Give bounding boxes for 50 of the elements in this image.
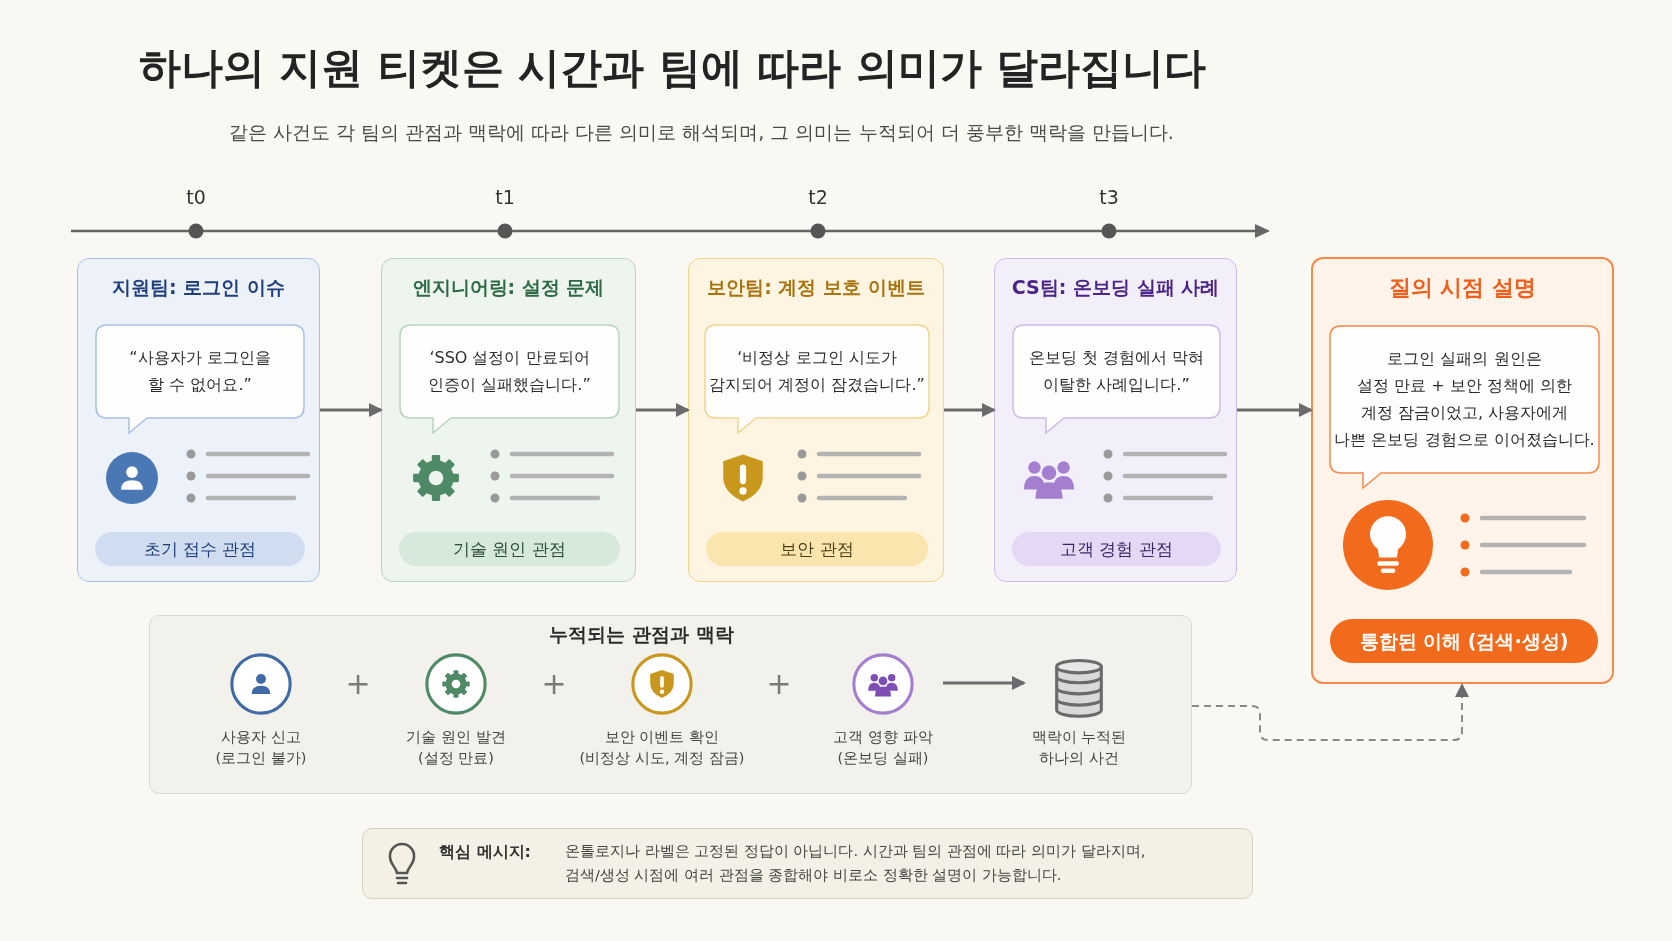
icon-caption: 보안 이벤트 확인 (비정상 시도, 계정 잠금) bbox=[578, 728, 746, 768]
quote-text: 로그인 실패의 원인은 설정 만료 + 보안 정책에 의한 계정 잠금이었고, 사용자에게 나쁜 온보딩 경험으로 이어졌습니다. bbox=[1333, 348, 1596, 451]
speech-bubble bbox=[399, 324, 620, 434]
arrow bbox=[943, 676, 1026, 690]
time-label: t3 bbox=[1099, 186, 1119, 208]
card-title: 엔지니어링: 설정 문제 bbox=[411, 275, 606, 300]
arrow bbox=[1237, 403, 1313, 417]
summary-panel bbox=[149, 615, 1192, 794]
time-label: t0 bbox=[186, 186, 206, 208]
perspective-tag: 초기 접수 관점 bbox=[95, 532, 305, 566]
quote-text: ‘비정상 로그인 시도가 감지되어 계정이 잠겼습니다.” bbox=[708, 347, 926, 396]
panel-title: 누적되는 관점과 맥락 bbox=[548, 622, 735, 647]
quote-text: 온보딩 첫 경험에서 막혀 이탈한 사례입니다.” bbox=[1027, 347, 1206, 396]
team-card bbox=[688, 258, 944, 582]
plus-sign: + bbox=[766, 665, 792, 701]
plus-sign: + bbox=[345, 665, 371, 701]
perspective-tag: 고객 경험 관점 bbox=[1012, 532, 1221, 566]
speech-bubble bbox=[1012, 324, 1221, 434]
icon-caption: 맥락이 누적된 하나의 사건 bbox=[1030, 728, 1128, 768]
quote-text: ‘SSO 설정이 만료되어 인증이 실패했습니다.” bbox=[427, 347, 592, 396]
arrow bbox=[320, 403, 383, 417]
card-title: 보안팀: 계정 보호 이벤트 bbox=[706, 275, 926, 300]
explanation-card bbox=[1311, 257, 1614, 684]
time-label: t2 bbox=[808, 186, 828, 208]
message-heading: 핵심 메시지: bbox=[439, 842, 531, 863]
subtitle: 같은 사건도 각 팀의 관점과 맥락에 따라 다른 의미로 해석되며, 그 의미는 누적되어 더 풍부한 맥락을 만듭니다. bbox=[229, 120, 1174, 145]
plus-sign: + bbox=[541, 665, 567, 701]
icon-caption: 고객 영향 파악 (온보딩 실패) bbox=[832, 728, 934, 768]
card-title: CS팀: 온보딩 실패 사례 bbox=[1010, 275, 1221, 300]
team-card bbox=[994, 258, 1237, 582]
speech-bubble bbox=[95, 324, 305, 434]
arrow bbox=[944, 403, 996, 417]
message-text: 온톨로지나 라벨은 고정된 정답이 아닙니다. 시간과 팀의 관점에 따라 의미가 달라지며, 검색/생성 시점에 여러 관점을 종합해야 비로소 정확한 설명이 가능합니다. bbox=[565, 842, 1146, 885]
perspective-tag: 기술 원인 관점 bbox=[399, 532, 620, 566]
arrow bbox=[636, 403, 690, 417]
message-box bbox=[362, 828, 1253, 899]
page-title: 하나의 지원 티켓은 시간과 팀에 따라 의미가 달라집니다 bbox=[139, 42, 1207, 94]
card-title: 질의 시점 설명 bbox=[1387, 274, 1538, 302]
speech-bubble bbox=[704, 324, 930, 434]
speech-bubble bbox=[1329, 325, 1600, 489]
team-card bbox=[77, 258, 320, 582]
team-card bbox=[381, 258, 636, 582]
quote-text: “사용자가 로그인을 할 수 없어요.” bbox=[128, 347, 272, 396]
dashed-arrow bbox=[1191, 683, 1469, 741]
result-button: 통합된 이해 (검색·생성) bbox=[1330, 619, 1598, 663]
icon-caption: 사용자 신고 (로그인 불가) bbox=[214, 728, 308, 768]
time-label: t1 bbox=[495, 186, 515, 208]
perspective-tag: 보안 관점 bbox=[706, 532, 928, 566]
icon-caption: 기술 원인 발견 (설정 만료) bbox=[405, 728, 507, 768]
card-title: 지원팀: 로그인 이슈 bbox=[111, 275, 286, 300]
